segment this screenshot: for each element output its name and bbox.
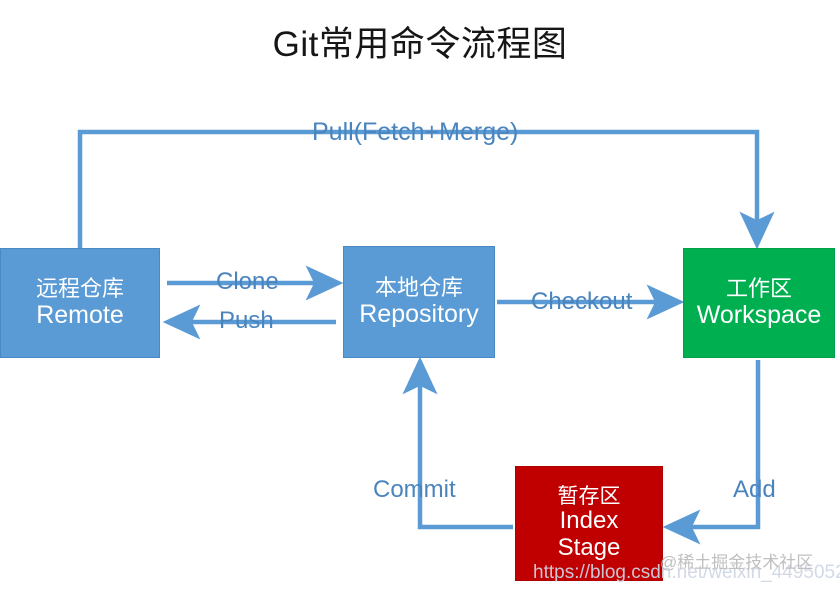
- page-title: Git常用命令流程图: [272, 25, 568, 64]
- edge-label-add: Add: [733, 476, 776, 503]
- node-index-en2-label: Stage: [557, 534, 621, 562]
- node-remote-cn-label: 远程仓库: [35, 275, 124, 301]
- edge-label-checkout: Checkout: [531, 288, 633, 315]
- node-index-en-label: Index: [559, 507, 619, 535]
- node-remote[interactable]: 远程仓库 Remote: [0, 248, 160, 358]
- node-repository-en-label: Repository: [359, 300, 479, 329]
- node-workspace-cn-label: 工作区: [725, 275, 792, 301]
- node-repository-cn-label: 本地仓库: [374, 274, 463, 300]
- edge-add: [662, 360, 761, 545]
- edge-label-pull: Pull(Fetch+Merge): [312, 118, 519, 146]
- edge-label-commit: Commit: [373, 476, 456, 503]
- edge-commit: [402, 356, 513, 530]
- node-workspace[interactable]: 工作区 Workspace: [683, 248, 835, 358]
- node-index-cn-label: 暂存区: [557, 484, 621, 508]
- node-repository[interactable]: 本地仓库 Repository: [343, 246, 495, 358]
- edge-pull: [77, 129, 775, 250]
- node-index-stage[interactable]: 暂存区 Index Stage: [515, 466, 663, 581]
- edge-label-clone: Clone: [216, 268, 279, 295]
- edge-label-push: Push: [219, 307, 274, 334]
- node-workspace-en-label: Workspace: [696, 301, 822, 330]
- node-remote-en-label: Remote: [36, 301, 124, 330]
